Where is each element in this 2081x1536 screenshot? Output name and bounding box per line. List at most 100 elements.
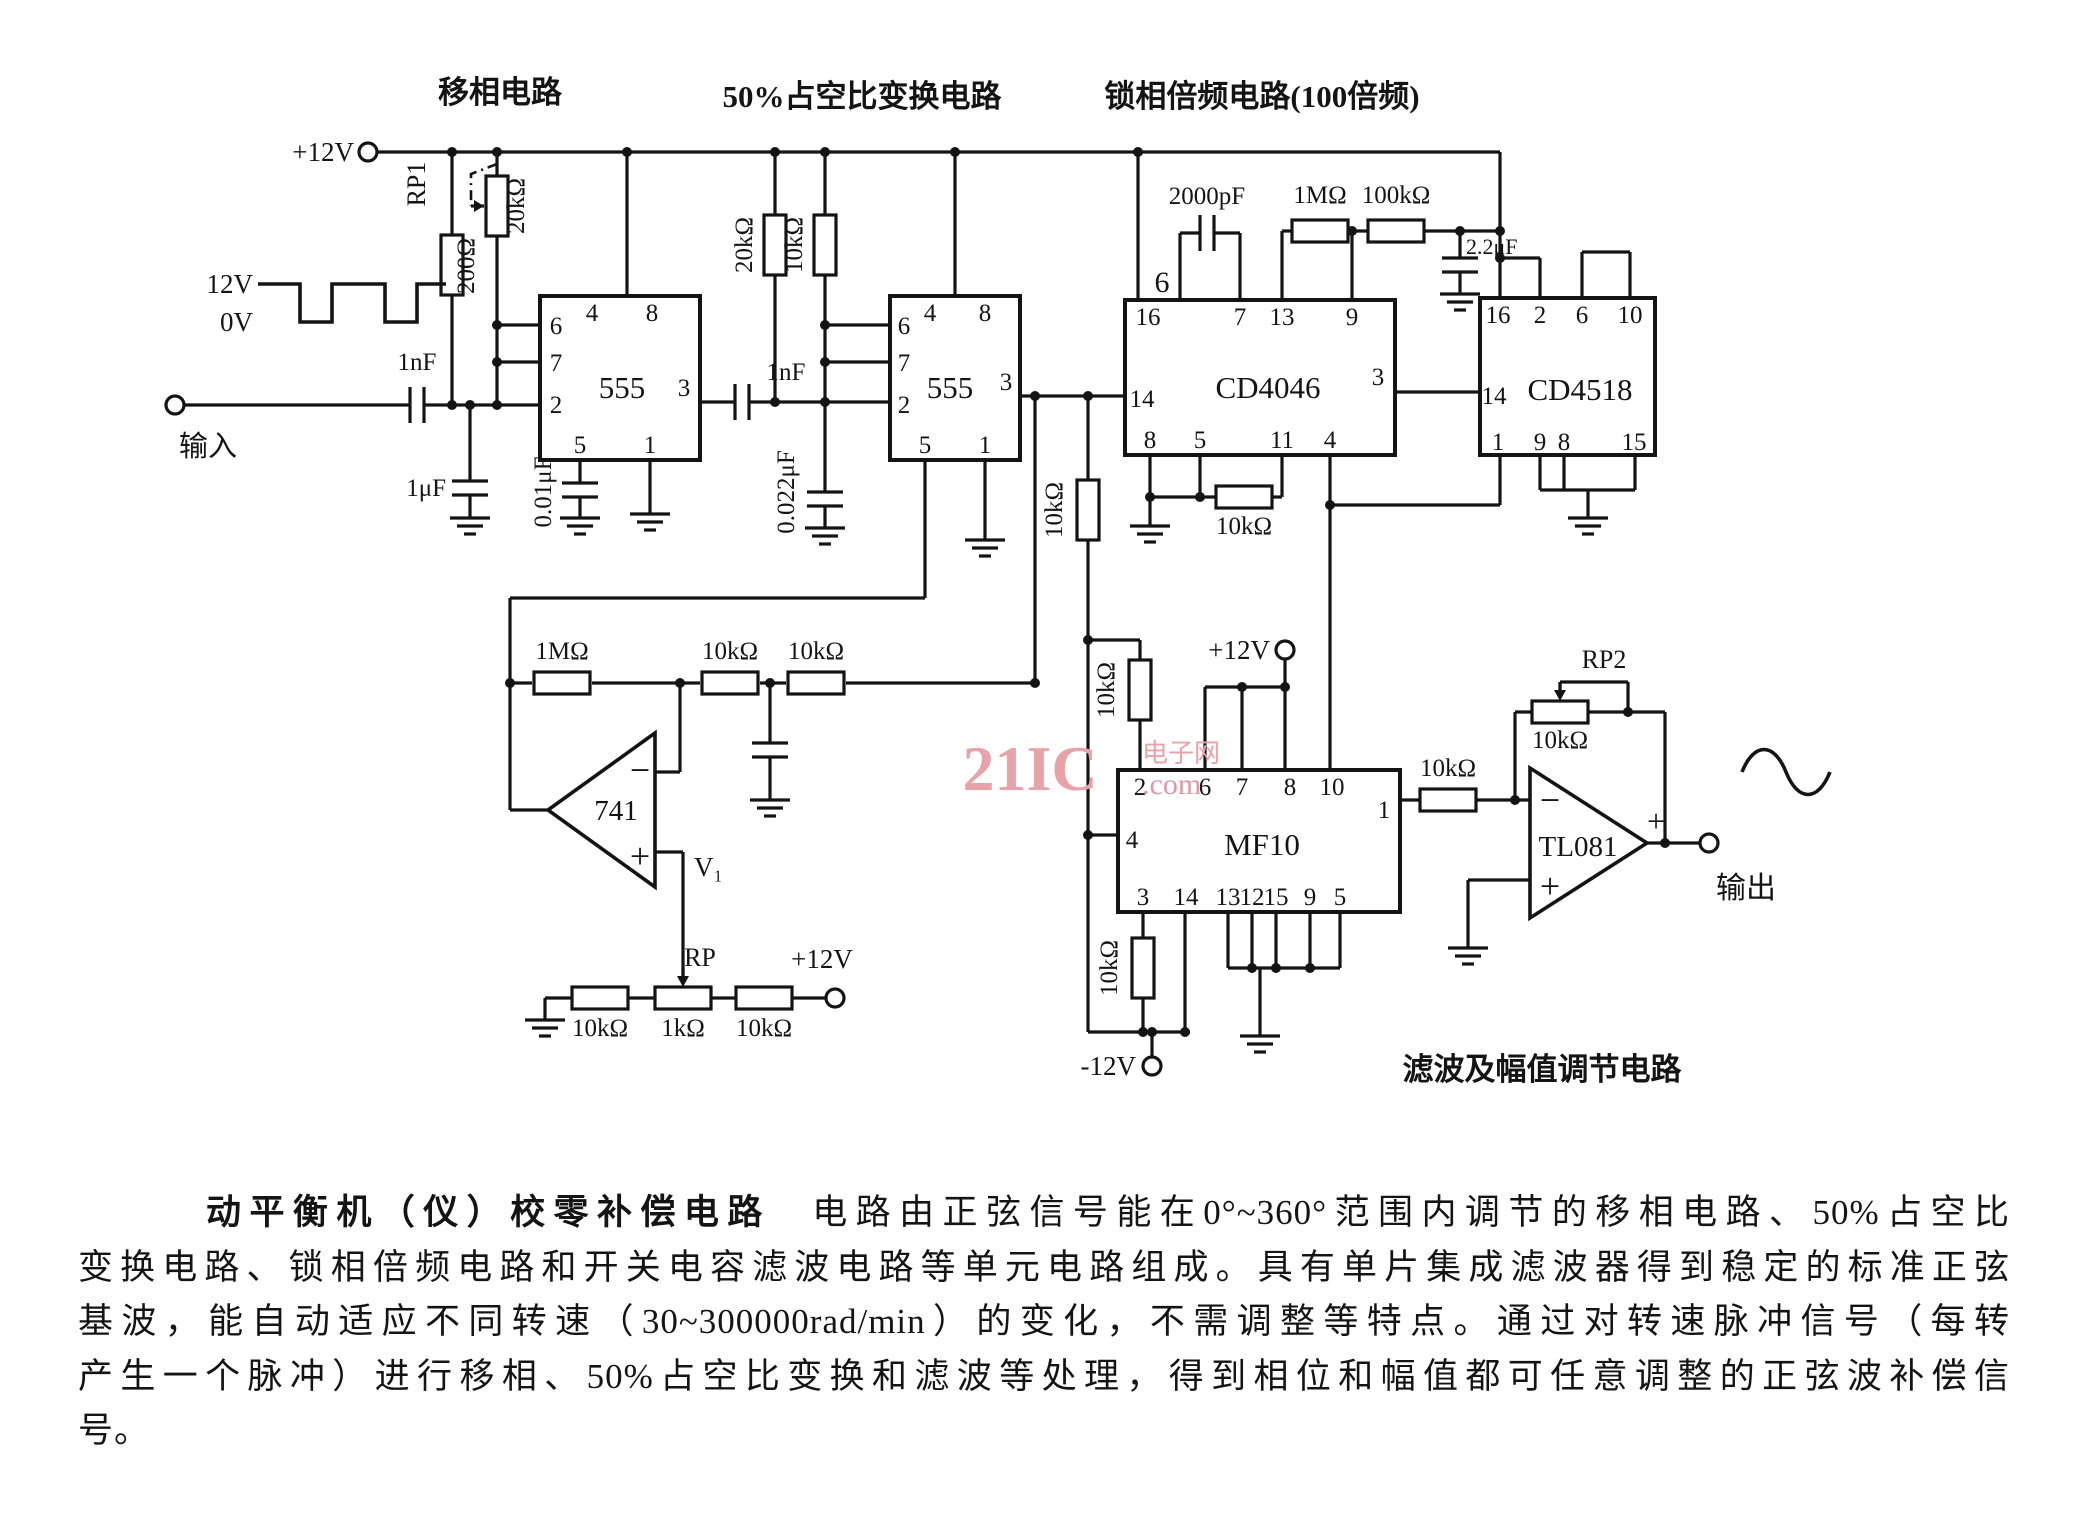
- junction-dot: [1145, 492, 1155, 502]
- annotation: 0V: [220, 307, 254, 337]
- ic-pin-15: 15: [1264, 884, 1289, 911]
- junction-dot: [447, 400, 457, 410]
- paragraph-title: 动平衡机（仪）校零补偿电路: [206, 1193, 771, 1232]
- opamp-TL081: [1528, 764, 1651, 922]
- opamp-name: 741: [594, 795, 638, 827]
- capacitor-value: 2.2μF: [1466, 234, 1518, 259]
- junction-dot: [765, 678, 775, 688]
- terminal-输入: [164, 394, 186, 416]
- terminal-label: +12V: [791, 944, 853, 974]
- junction-dot: [492, 357, 502, 367]
- terminal-+12V: [357, 141, 379, 163]
- resistor-value: 200Ω: [453, 238, 480, 294]
- pot-name: RP1: [402, 162, 431, 207]
- ic-pin-7: 7: [550, 350, 563, 377]
- paragraph-line-2: 变换电路、锁相倍频电路和开关电容滤波电路等单元电路组成。具有单片集成滤波器得到稳…: [78, 1247, 2010, 1287]
- resistor-value: 10kΩ: [1216, 513, 1272, 540]
- square-wave-icon: [258, 282, 446, 324]
- junction-dot: [1083, 391, 1093, 401]
- resistor-value: 10kΩ: [1096, 940, 1123, 996]
- paragraph-line-3: 基波，能自动适应不同转速（30~300000rad/min）的变化，不需调整等特…: [78, 1302, 2010, 1341]
- annotation: 12V: [207, 269, 254, 299]
- pot-wiper-arrow: [1554, 690, 1566, 701]
- ic-pin-15: 15: [1622, 429, 1647, 456]
- ic-pin-8: 8: [979, 300, 992, 327]
- opamp-name: TL081: [1539, 831, 1618, 863]
- resistor-body: [1530, 699, 1590, 725]
- resistor-value: 10kΩ: [1420, 755, 1476, 782]
- junction-dot: [1030, 678, 1040, 688]
- resistor-value: 1MΩ: [535, 638, 588, 665]
- ic-pin-9: 9: [1534, 429, 1547, 456]
- ic-name: CD4046: [1215, 370, 1320, 405]
- resistor-body: [570, 985, 630, 1011]
- junction-dot: [1510, 795, 1520, 805]
- section-title-pll: 锁相倍频电路(100倍频): [1104, 79, 1419, 114]
- ic-pin-14: 14: [1482, 383, 1508, 410]
- ic-pin-16: 16: [1486, 302, 1511, 329]
- ic-pin-6: 6: [1576, 302, 1589, 329]
- terminal-+12V: [1274, 639, 1296, 661]
- resistor-value: 10kΩ: [736, 1015, 792, 1042]
- junction-dot: [492, 400, 502, 410]
- pot-name: RP: [684, 943, 716, 972]
- resistor-body: [1127, 658, 1153, 722]
- terminal--12V: [1141, 1055, 1163, 1077]
- junction-dot: [1138, 1027, 1148, 1037]
- ic-pin-5: 5: [1334, 884, 1347, 911]
- ic-pin-10: 10: [1618, 302, 1643, 329]
- resistor-value: 10kΩ: [788, 638, 844, 665]
- junction-dot: [1247, 963, 1257, 973]
- resistor-value: 10kΩ: [1041, 482, 1068, 538]
- pot-value: 1kΩ: [661, 1015, 705, 1042]
- junction-dot: [770, 147, 780, 157]
- junction-dot: [820, 397, 830, 407]
- opamp-plus-input: +: [1540, 866, 1560, 906]
- resistor-body: [786, 670, 846, 696]
- paragraph-line-5: 号。: [78, 1411, 151, 1450]
- junction-dot: [1030, 391, 1040, 401]
- ic-CD4518: [1478, 296, 1657, 457]
- ic-pin-3: 3: [1137, 884, 1150, 911]
- capacitor-value: 1nF: [398, 349, 437, 376]
- ic-pin-8: 8: [1284, 774, 1297, 801]
- junction-dot: [622, 147, 632, 157]
- ic-pin-16: 16: [1136, 304, 1161, 331]
- capacitor-value: 2000pF: [1169, 183, 1245, 210]
- terminal-label: +12V: [292, 137, 354, 167]
- resistor-body: [1214, 484, 1274, 510]
- ic-pin-7: 7: [1236, 774, 1249, 801]
- section-title-phase-shift: 移相电路: [438, 75, 563, 110]
- description-paragraph: 动平衡机（仪）校零补偿电路电路由正弦信号能在0°~360°范围内调节的移相电路、…: [78, 1186, 2010, 1459]
- resistor-body: [439, 233, 465, 297]
- pot-name: RP2: [1582, 645, 1627, 674]
- ic-pin-11: 11: [1270, 427, 1294, 454]
- junction-dot: [820, 147, 830, 157]
- pot-wiper-dashdot: [469, 162, 498, 206]
- junction-dot: [1133, 147, 1143, 157]
- pot-value: 10kΩ: [1532, 727, 1588, 754]
- ic-pin-8: 8: [646, 300, 659, 327]
- junction-dot: [1280, 682, 1290, 692]
- capacitor-value: 0.022μF: [773, 450, 800, 534]
- resistor-value: 10kΩ: [572, 1015, 628, 1042]
- junction-dot: [1147, 1027, 1157, 1037]
- paragraph-line-4: 产生一个脉冲）进行移相、50%占空比变换和滤波等处理，得到相位和幅值都可任意调整…: [78, 1356, 2010, 1396]
- terminal-label: 输出: [1716, 872, 1776, 905]
- ic-pin-1: 1: [644, 432, 657, 459]
- junction-dot: [1305, 963, 1315, 973]
- ic-pin-5: 5: [574, 432, 587, 459]
- junction-dot: [465, 400, 475, 410]
- capacitor-value: 1μF: [406, 475, 446, 502]
- terminal-+12V: [824, 987, 846, 1009]
- ic-pin-6: 6: [550, 313, 563, 340]
- pot-value: 20kΩ: [503, 178, 530, 234]
- opamp-741: [544, 729, 657, 891]
- resistor-body: [762, 213, 788, 277]
- ic-pin-5: 5: [919, 432, 932, 459]
- ic-pin-9: 9: [1346, 304, 1359, 331]
- section-title-duty-cycle: 50%占空比变换电路: [723, 79, 1003, 114]
- junction-dot: [1455, 226, 1465, 236]
- ic-pin-1: 1: [979, 432, 992, 459]
